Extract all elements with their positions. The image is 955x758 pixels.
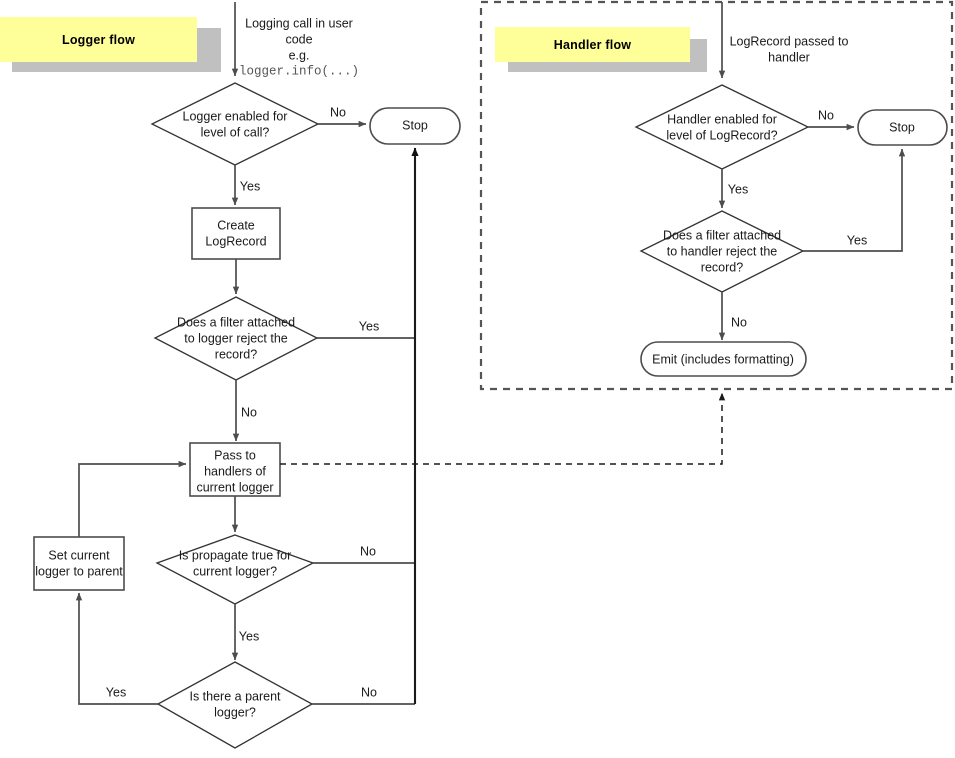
process-create-logrecord-fill [192, 208, 280, 259]
edge-label-has-parent-yes: Yes [106, 685, 126, 699]
terminator-logger-stop-fill [370, 108, 460, 144]
process-pass-to-handlers-line2: handlers of [204, 464, 266, 478]
edge-set-parent-loop-back [78, 460, 187, 537]
decision-is-propagate-line2: current logger? [193, 564, 277, 578]
decision-handler-enabled [634, 84, 810, 170]
edge-label-logger-enabled-yes: Yes [240, 179, 260, 193]
process-create-logrecord-line1: Create [217, 218, 255, 232]
decision-has-parent-line2: logger? [214, 705, 256, 719]
edge-pass-to-handler-flow-dashed [280, 392, 726, 465]
handler-flow-banner-body: Handler flow [495, 27, 690, 62]
process-pass-to-handlers-line1: Pass to [214, 448, 256, 462]
decision-logger-filter-line2: to logger reject the [184, 331, 288, 345]
terminator-handler-stop-fill [858, 110, 947, 145]
terminator-emit-fill [641, 342, 806, 376]
decision-logger-enabled [150, 82, 320, 166]
edge-label-has-parent-no: No [361, 685, 377, 699]
decision-handler-enabled-line2: level of LogRecord? [666, 128, 777, 142]
decision-has-parent [156, 661, 314, 749]
handler-flow-banner-label: Handler flow [553, 37, 632, 52]
edge-has-parent-yes [75, 592, 158, 705]
edge-label-handler-enabled-no: No [818, 108, 834, 122]
decision-logger-enabled-line1: Logger enabled for [183, 109, 288, 123]
terminator-emit [640, 341, 807, 377]
decision-is-propagate-line1: Is propagate true for [179, 548, 292, 562]
edge-label-handler-filter-no: No [731, 315, 747, 329]
terminator-handler-stop [857, 109, 948, 146]
process-set-parent-line1: Set current [48, 548, 110, 562]
terminator-logger-stop-label: Stop [402, 118, 428, 132]
terminator-emit-label: Emit (includes formatting) [652, 352, 794, 366]
decision-handler-filter-line3: record? [701, 260, 743, 274]
logrecord-passed-caption-line1: LogRecord passed to [730, 34, 849, 48]
decision-handler-enabled-line1: Handler enabled for [667, 112, 777, 126]
decision-logger-filter-line1: Does a filter attached [177, 315, 295, 329]
edge-label-handler-enabled-yes: Yes [728, 182, 748, 196]
edge-label-logger-enabled-no: No [330, 105, 346, 119]
process-create-logrecord-line2: LogRecord [205, 234, 266, 248]
edge-label-is-propagate-yes: Yes [239, 629, 259, 643]
terminator-handler-stop-label: Stop [889, 120, 915, 134]
logging-call-caption-code: logger.info(...) [239, 64, 359, 78]
logging-call-caption-line3: e.g. [289, 48, 310, 62]
logging-call-caption-line1: Logging call in user [245, 16, 353, 30]
decision-logger-enabled-line2: level of call? [201, 125, 270, 139]
logger-flow-banner-label: Logger flow [61, 32, 136, 47]
edge-label-logger-filter-no: No [241, 405, 257, 419]
edge-handler-filter-yes [803, 148, 906, 252]
process-set-parent-fill [34, 537, 124, 590]
edge-label-is-propagate-no: No [360, 544, 376, 558]
terminator-logger-stop [369, 107, 461, 145]
decision-logger-filter-line3: record? [215, 347, 257, 361]
logrecord-passed-caption-line2: handler [768, 50, 810, 64]
logging-call-caption-line2: code [285, 32, 312, 46]
decision-handler-filter-line2: to handler reject the [667, 244, 778, 258]
edge-label-handler-filter-yes: Yes [847, 233, 867, 247]
process-pass-to-handlers-line3: current logger [196, 480, 273, 494]
logger-flow-banner-body: Logger flow [0, 17, 197, 62]
process-pass-to-handlers-fill [190, 443, 280, 496]
decision-has-parent-line1: Is there a parent [189, 689, 281, 703]
process-set-parent-line2: logger to parent [35, 564, 123, 578]
edge-label-logger-filter-yes: Yes [359, 319, 379, 333]
handler-flow-region-border [479, 0, 954, 391]
decision-handler-filter-line1: Does a filter attached [663, 228, 781, 242]
